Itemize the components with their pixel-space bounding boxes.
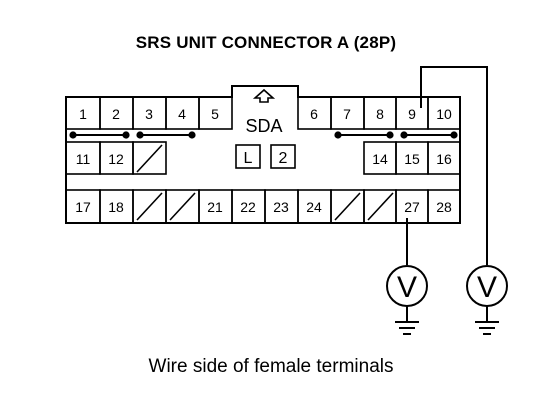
diagram-caption: Wire side of female terminals	[148, 356, 394, 377]
lock-label-l: L	[244, 150, 253, 167]
meter-symbol: V	[397, 271, 417, 304]
pin-label: 18	[108, 199, 124, 215]
sda-housing: SDA L 2	[235, 88, 296, 169]
row2-labels: 11 12 14 15 16	[76, 151, 452, 167]
ground-icon	[395, 321, 419, 335]
empty-slot-marks	[136, 144, 394, 221]
pin-label: 11	[76, 151, 91, 167]
arrow-up-icon	[252, 88, 276, 103]
pin-label: 21	[207, 199, 223, 215]
shorting-bars	[69, 131, 458, 139]
pin-label: 2	[112, 106, 120, 122]
pin-label: 3	[145, 106, 153, 122]
pin-label: 14	[372, 151, 388, 167]
pin-label: 9	[408, 106, 416, 122]
pin-label: 6	[310, 106, 318, 122]
diagram-title: SRS UNIT CONNECTOR A (28P)	[135, 33, 397, 52]
row1-cells	[65, 96, 461, 130]
pin-label: 7	[343, 106, 351, 122]
row3-cells	[65, 189, 461, 224]
pin-label: 1	[79, 106, 87, 122]
pin-label: 15	[404, 151, 420, 167]
pin-label: 12	[108, 151, 124, 167]
pin-label: 17	[75, 199, 91, 215]
pin-label: 23	[273, 199, 289, 215]
pin-label: 28	[436, 199, 452, 215]
pin-label: 27	[404, 199, 420, 215]
voltmeter-right: V	[466, 265, 508, 335]
voltmeter-left: V	[386, 265, 428, 335]
row1-labels: 1 2 3 4 5 6 7 8 9 10	[79, 106, 452, 122]
probe-wires	[406, 66, 488, 265]
sda-label: SDA	[245, 116, 282, 136]
ground-icon	[475, 321, 499, 335]
pin-label: 10	[436, 106, 452, 122]
row2-cells	[65, 141, 461, 175]
connector-body	[65, 85, 461, 224]
pin-label: 16	[436, 151, 452, 167]
meter-symbol: V	[477, 271, 497, 304]
pin-label: 4	[178, 106, 186, 122]
lock-label-2: 2	[279, 150, 288, 167]
pin-label: 8	[376, 106, 384, 122]
pin-label: 22	[240, 199, 256, 215]
pin-label: 24	[306, 199, 322, 215]
row3-labels: 17 18 21 22 23 24 27 28	[75, 199, 452, 215]
pin-label: 5	[211, 106, 219, 122]
